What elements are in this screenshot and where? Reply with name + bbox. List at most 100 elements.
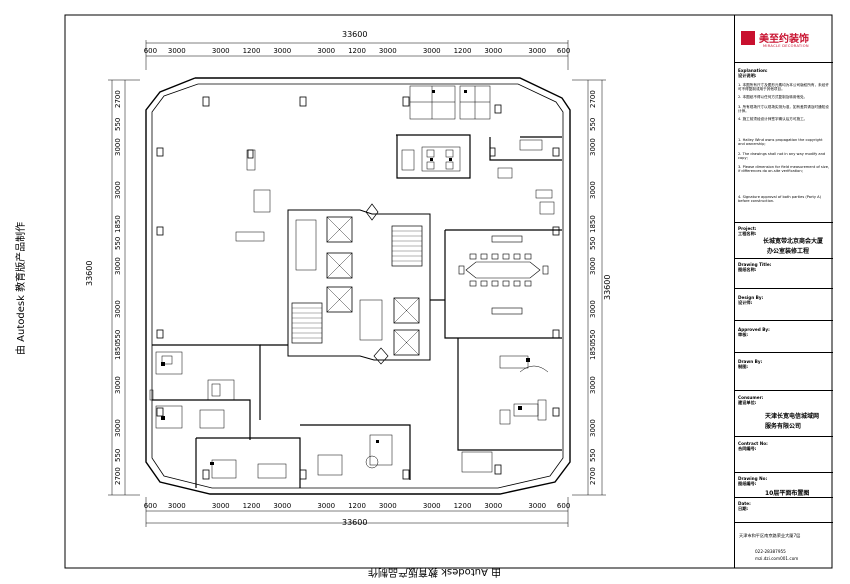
top-seg-dim-5: 3000 bbox=[317, 47, 336, 55]
right-seg-dim-8: 550 bbox=[589, 329, 597, 343]
top-seg-dim-7: 3000 bbox=[378, 47, 397, 55]
bottom-seg-dim-6: 1200 bbox=[348, 502, 366, 510]
note-3: 3. 所有现场尺寸以现场实测为准，如有差异请及时通知设计师。 bbox=[738, 105, 829, 114]
consumer-label-cn: 建设单位: bbox=[738, 400, 757, 405]
right-seg-dim-12: 550 bbox=[589, 448, 597, 462]
bottom-seg-dim-8: 3000 bbox=[422, 502, 441, 510]
drawing-no-label: Drawing No: bbox=[738, 476, 768, 481]
bottom-seg-dim-9: 1200 bbox=[453, 502, 472, 510]
elevator-2 bbox=[326, 252, 353, 279]
explanation-cell: Explanation: 设计说明: 1. 本图所有尺寸及图形元素均为本公司版权… bbox=[735, 63, 833, 223]
approved-label: Approved By: bbox=[738, 327, 770, 332]
top-seg-dim-3: 1200 bbox=[242, 47, 261, 55]
consumer-name-line2: 服务有限公司 bbox=[765, 423, 802, 430]
drawing-no-cell: Drawing No: 图纸编号: 10层平面布置图 bbox=[735, 473, 833, 498]
core bbox=[287, 203, 431, 365]
bottom-seg-dim-1: 3000 bbox=[167, 502, 186, 510]
right-overall-dim: 33600 bbox=[603, 274, 612, 300]
drawing-title-label-cn: 图纸名称: bbox=[738, 267, 757, 272]
title-block: 美至约装饰 MIRACLE DECORATION Explanation: 设计… bbox=[734, 15, 833, 568]
right-seg-dim-0: 2700 bbox=[589, 90, 597, 109]
elevator-3 bbox=[326, 286, 353, 313]
date-label-cn: 日期: bbox=[738, 506, 749, 511]
right-office-furniture bbox=[461, 139, 555, 473]
contract-cell: Contract No: 合同编号: bbox=[735, 437, 833, 473]
bottom-seg-dim-11: 3000 bbox=[528, 502, 547, 510]
date-cell: Date: 日期: bbox=[735, 498, 833, 523]
bottom-dimension-chain bbox=[145, 497, 569, 527]
top-seg-dim-2: 3000 bbox=[211, 47, 230, 55]
bottom-seg-dim-10: 3000 bbox=[484, 502, 503, 510]
note-6: 2. The drawings shall not in any way mod… bbox=[738, 152, 826, 161]
note-4: 4. 施工前须经设计师签字确认后方可施工。 bbox=[738, 117, 808, 121]
partitions bbox=[152, 134, 562, 488]
sheet-border bbox=[64, 14, 833, 569]
bottom-seg-dim-12: 600 bbox=[556, 502, 571, 510]
elevator-1 bbox=[326, 216, 353, 243]
note-7: 3. Please dimension for field measuremen… bbox=[738, 165, 830, 174]
top-dimension-chain bbox=[145, 40, 569, 70]
drawn-label: Drawn By: bbox=[738, 359, 763, 364]
top-seg-dim-12: 600 bbox=[556, 47, 571, 55]
right-seg-dim-7: 3000 bbox=[589, 299, 597, 318]
bottom-seg-dim-3: 1200 bbox=[242, 502, 261, 510]
right-seg-dim-5: 550 bbox=[589, 236, 597, 251]
drawn-label-cn: 制图: bbox=[738, 364, 749, 369]
consumer-label: Consumer: bbox=[738, 395, 764, 400]
right-seg-dim-1: 550 bbox=[589, 117, 597, 132]
top-seg-dim-10: 3000 bbox=[484, 47, 503, 55]
building-outline bbox=[145, 77, 571, 495]
top-seg-dim-8: 3000 bbox=[422, 47, 441, 55]
drawn-cell: Drawn By: 制图: bbox=[735, 353, 833, 391]
design-label: Design By: bbox=[738, 295, 764, 300]
contact-cell: 天津市和平区南京路荣业大厦7层 022-28387955 mzi.dzi.com… bbox=[735, 523, 833, 568]
left-seg-dim-11: 3000 bbox=[114, 418, 122, 437]
columns bbox=[156, 96, 560, 480]
contract-label: Contract No: bbox=[738, 441, 768, 446]
left-seg-dim-0: 2700 bbox=[114, 90, 122, 109]
desk-blocks bbox=[161, 90, 530, 465]
top-seg-dim-0: 600 bbox=[143, 47, 158, 55]
bottom-seg-dim-5: 3000 bbox=[317, 502, 336, 510]
watermark-left: 由 Autodesk 教育版产品制作 bbox=[16, 221, 27, 355]
approved-cell: Approved By: 审核: bbox=[735, 321, 833, 353]
explanation-label: Explanation: bbox=[738, 68, 768, 73]
brand-logo: 美至约装饰 MIRACLE DECORATION bbox=[739, 29, 829, 59]
explanation-label-cn: 设计说明: bbox=[738, 73, 757, 78]
top-overall-dim: 33600 bbox=[342, 30, 368, 39]
right-seg-dim-11: 3000 bbox=[589, 418, 597, 437]
bottom-seg-dim-0: 600 bbox=[143, 502, 158, 510]
left-overall-dim: 33600 bbox=[85, 260, 94, 286]
top-seg-dim-11: 3000 bbox=[528, 47, 547, 55]
right-seg-dim-9: 1850 bbox=[589, 342, 597, 360]
consumer-cell: Consumer: 建设单位: 天津长宽电信城域网 服务有限公司 bbox=[735, 391, 833, 437]
left-seg-dim-12: 550 bbox=[114, 448, 122, 462]
left-seg-dim-2: 3000 bbox=[114, 138, 122, 157]
project-cell: Project: 工程名称: 长城宽带北京商会大厦 办公室装修工程 bbox=[735, 223, 833, 259]
bottom-seg-dim-2: 3000 bbox=[211, 502, 230, 510]
right-seg-dim-3: 3000 bbox=[589, 180, 597, 199]
top-seg-dim-6: 1200 bbox=[348, 47, 366, 55]
design-label-cn: 设计师: bbox=[738, 300, 753, 305]
elevator-5 bbox=[393, 329, 420, 356]
company-phone: 022-28387955 bbox=[755, 549, 786, 554]
approved-label-cn: 审核: bbox=[738, 332, 749, 337]
brand-name: 美至约装饰 bbox=[759, 34, 809, 45]
left-seg-dim-10: 3000 bbox=[114, 376, 122, 395]
conference-room-furniture bbox=[458, 235, 549, 315]
left-seg-dim-9: 1850 bbox=[114, 342, 122, 360]
project-name-line1: 长城宽带北京商会大厦 bbox=[763, 238, 824, 245]
workstations-top bbox=[401, 85, 491, 172]
left-office-furniture bbox=[149, 149, 393, 479]
note-2: 2. 本图纸不得以任何方式复制及转用他处。 bbox=[738, 95, 808, 99]
drawing-title-label: Drawing Title: bbox=[738, 262, 772, 267]
contract-label-cn: 合同编号: bbox=[738, 446, 757, 451]
top-segment-dims: 600 3000 3000 1200 3000 3000 1200 3000 3000 1200 3… bbox=[144, 47, 571, 57]
top-seg-dim-9: 1200 bbox=[453, 47, 472, 55]
left-seg-dim-3: 3000 bbox=[114, 180, 122, 199]
top-seg-dim-4: 3000 bbox=[273, 47, 292, 55]
drawing-title-cell: Drawing Title: 图纸名称: bbox=[735, 259, 833, 289]
